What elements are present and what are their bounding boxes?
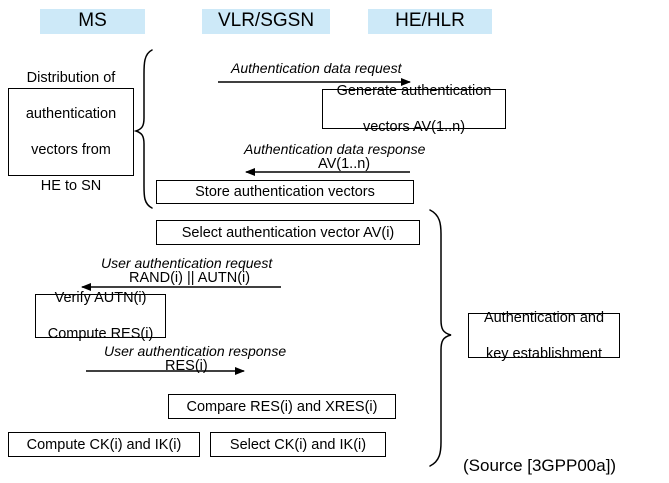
box-line-1: Store authentication vectors [195,184,375,200]
box-line-2: vectors AV(1..n) [362,119,466,135]
message-label-auth-data-response: Authentication data response [244,141,426,157]
process-box-verify-autn: Verify AUTN(i) Compute RES(i) [35,290,166,342]
phase-box-distribution: Distribution of authentication vectors f… [8,70,134,194]
box-line-1: Compute CK(i) and IK(i) [26,436,182,453]
message-payload-auth-data-response: AV(1..n) [318,156,371,172]
process-box-select-av: Select authentication vector AV(i) [156,220,420,245]
phase-line-2: authentication [25,106,117,122]
box-line-1: Verify AUTN(i) [54,290,147,306]
box-line-1: Compare RES(i) and XRES(i) [186,398,378,415]
phase-line-4: HE to SN [40,178,102,194]
source-caption: (Source [3GPP00a]) [463,456,617,475]
box-line-2: Compute RES(i) [47,326,154,342]
column-header-he-hlr: HE/HLR [368,9,492,34]
process-box-generate-av: Generate authentication vectors AV(1..n) [322,83,506,135]
process-box-select-ck-ik: Select CK(i) and IK(i) [210,432,386,457]
box-line-1: Generate authentication [336,83,492,99]
phase-line-3: vectors from [31,142,111,158]
message-label-auth-data-request: Authentication data request [231,60,402,76]
phase-box-auth-key-establishment: Authentication and key establishment [468,310,620,362]
column-header-ms: MS [40,9,145,34]
process-box-compare-res: Compare RES(i) and XRES(i) [168,394,396,419]
phase-brace-distribution [133,49,153,209]
phase-line-2: key establishment [485,345,603,362]
phase-line-1: Distribution of [26,70,116,86]
phase-brace-auth-key-establishment [429,209,452,467]
message-label-user-auth-request: User authentication request [101,255,273,271]
message-payload-user-auth-request: RAND(i) || AUTN(i) [129,270,251,286]
phase-line-1: Authentication and [483,309,605,326]
box-line-1: Select authentication vector AV(i) [181,224,395,241]
message-payload-user-auth-response: RES(i) [165,358,208,374]
box-line-1: Select CK(i) and IK(i) [229,436,367,453]
message-label-user-auth-response: User authentication response [104,343,287,359]
process-box-store-av: Store authentication vectors [156,180,414,204]
process-box-compute-ck-ik: Compute CK(i) and IK(i) [8,432,200,457]
column-header-vlr-sgsn: VLR/SGSN [202,9,330,34]
